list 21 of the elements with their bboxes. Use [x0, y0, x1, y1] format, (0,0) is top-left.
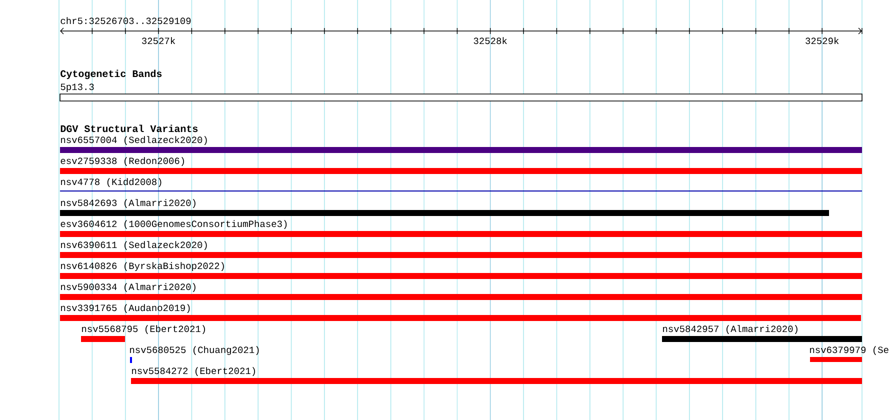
variant-label: esv3604612 (1000GenomesConsortiumPhase3) — [60, 220, 287, 229]
variant-label: nsv5680525 (Chuang2021) — [130, 346, 259, 355]
track-heading: Cytogenetic Bands — [60, 70, 162, 80]
variant-label: nsv5900334 (Almarri2020) — [61, 283, 196, 292]
band-label: 5p13.3 — [60, 84, 94, 92]
variant-label: esv2759338 (Redon2006) — [60, 157, 184, 166]
variant-label: nsv3391765 (Audano2019) — [61, 304, 190, 313]
variant-label: nsv6379979 (Se — [810, 346, 888, 355]
variant-label: nsv4778 (Kidd2008) — [61, 178, 162, 187]
ruler-title: chr5:32526703..32529109 — [60, 17, 191, 24]
variant-label: nsv6557004 (Sedlazeck2020) — [61, 136, 207, 145]
variant-label: nsv6140826 (ByrskaBishop2022) — [61, 262, 224, 271]
variant-label: nsv5584272 (Ebert2021) — [132, 367, 256, 376]
variant-label: nsv6390611 (Sedlazeck2020) — [61, 241, 207, 250]
variant-label: nsv5568795 (Ebert2021) — [82, 325, 205, 334]
tick-label: 32528k — [474, 37, 507, 44]
variant-label: nsv5842693 (Almarri2020) — [61, 199, 196, 208]
tick-label: 32527k — [142, 37, 176, 44]
track-heading: DGV Structural Variants — [60, 124, 198, 132]
tick-label: 32529k — [806, 37, 839, 44]
variant-label: nsv5842957 (Almarri2020) — [663, 325, 798, 334]
